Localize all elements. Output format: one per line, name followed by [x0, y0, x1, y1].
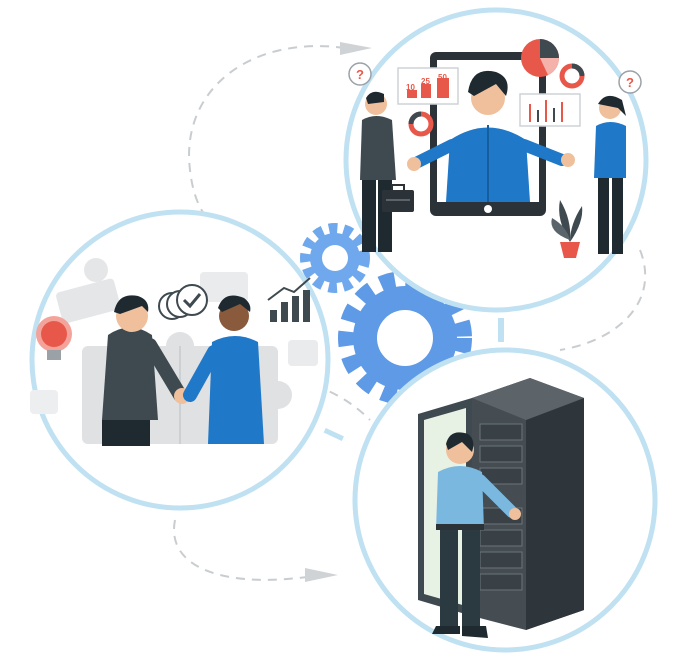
virtual-meeting-panel: 10 25 50 ? ? [343, 7, 649, 313]
server-room-panel [352, 347, 658, 653]
connector-bar [498, 318, 504, 342]
growth-chart-icon [267, 277, 311, 322]
man-left-handshake [102, 295, 190, 446]
arrow-head-top [340, 42, 372, 55]
svg-text:?: ? [626, 75, 634, 90]
technician-man [432, 432, 521, 638]
small-gear [300, 223, 370, 293]
man-with-briefcase [360, 91, 414, 252]
man-right-handshake [183, 295, 264, 444]
bar-label-10: 10 [406, 83, 415, 92]
svg-text:?: ? [356, 67, 364, 82]
question-bubble-right: ? [618, 70, 642, 94]
handshake-panel [29, 209, 331, 511]
potted-plant-icon [551, 200, 583, 258]
woman-thinking [594, 95, 626, 254]
donut-chart-icon [559, 63, 585, 89]
arrow-head-bottom [305, 568, 338, 582]
donut-chart-left-icon [408, 111, 434, 137]
briefcase-icon [382, 190, 414, 212]
question-bubble-left: ? [348, 62, 372, 86]
bar-chart-card: 10 25 50 [397, 67, 459, 105]
pie-chart-icon [521, 39, 559, 77]
line-chart-card [519, 93, 581, 127]
large-gear [338, 271, 472, 405]
presenter-man [407, 70, 575, 202]
connector-bar [323, 427, 344, 441]
bar-label-50: 50 [438, 73, 447, 82]
bar-label-25: 25 [421, 77, 430, 86]
check-bubble-icon [158, 284, 208, 320]
dashed-connector-paths [172, 45, 647, 581]
lightbulb-icon [36, 316, 72, 360]
